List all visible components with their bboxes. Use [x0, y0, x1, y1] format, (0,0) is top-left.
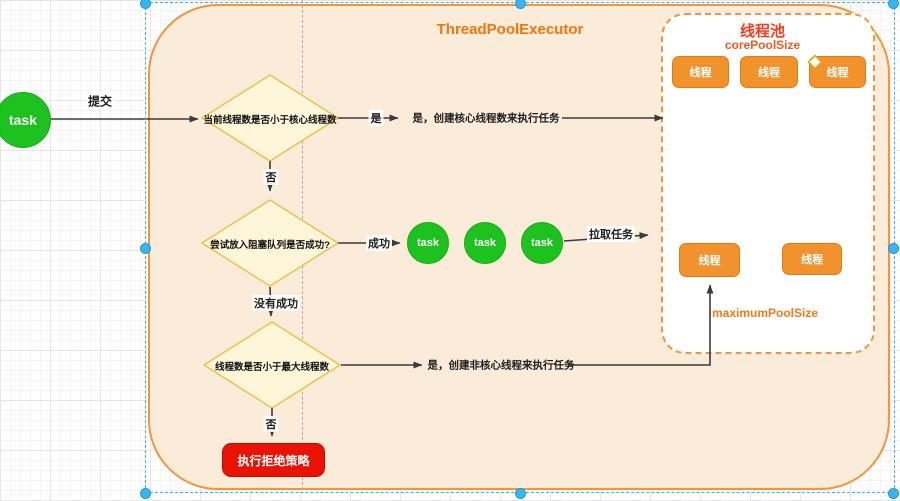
selection-handle-n[interactable]	[515, 0, 526, 9]
reject-policy-label: 执行拒绝策略	[237, 453, 310, 468]
selection-handle-e[interactable]	[888, 243, 899, 254]
queued-task-node[interactable]: task	[521, 222, 563, 264]
core-pool-size-label: corePoolSize	[724, 38, 801, 52]
connection-port-diamond-icon[interactable]	[807, 54, 823, 70]
thread-label: 线程	[801, 254, 823, 266]
queued-task-node[interactable]: task	[407, 222, 449, 264]
source-task-node[interactable]: task	[0, 92, 51, 148]
task-label: task	[530, 237, 554, 249]
pull-task-edge-label[interactable]: 拉取任务	[587, 226, 635, 242]
create-noncore-text[interactable]: 是，创建非核心线程来执行任务	[427, 359, 575, 372]
decision-max-threads-diamond[interactable]	[202, 320, 342, 410]
task-label: task	[473, 237, 497, 249]
core-thread-box[interactable]: 线程	[809, 56, 866, 88]
submit-edge-label[interactable]: 提交	[85, 92, 115, 110]
edge-create-noncore-to-pool[interactable]	[568, 284, 714, 366]
thread-label: 线程	[689, 67, 712, 79]
task-label: task	[416, 237, 440, 249]
selection-handle-sw[interactable]	[140, 488, 151, 499]
thread-pool-title: 线程池	[739, 23, 785, 40]
decision-core-threads-label: 当前线程数是否小于核心线程数	[203, 115, 337, 126]
create-core-text[interactable]: 是，创建核心线程数来执行任务	[412, 112, 560, 125]
maximum-pool-size-label: maximumPoolSize	[711, 306, 819, 320]
core-thread-box[interactable]: 线程	[740, 56, 798, 88]
success-edge-label[interactable]: 成功	[366, 235, 392, 251]
max-thread-box[interactable]: 线程	[782, 243, 842, 275]
decision-max-threads-label: 线程数是否小于最大线程数	[214, 362, 329, 373]
selection-handle-s[interactable]	[515, 488, 526, 499]
diagram-title: ThreadPoolExecutor	[436, 21, 584, 38]
queued-task-node[interactable]: task	[464, 222, 506, 264]
task-label: task	[8, 112, 38, 128]
selection-outline	[145, 2, 895, 493]
decision-queue-offer-label: 尝试放入阻塞队列是否成功?	[210, 240, 330, 251]
thread-label: 线程	[758, 67, 780, 79]
max-thread-box[interactable]: 线程	[679, 243, 740, 277]
thread-label: 线程	[698, 255, 721, 267]
core-thread-box[interactable]: 线程	[672, 56, 729, 88]
selection-handle-nw[interactable]	[140, 0, 151, 9]
no-success-edge-label[interactable]: 没有成功	[252, 295, 300, 311]
thread-label: 线程	[826, 67, 849, 79]
selection-handle-se[interactable]	[888, 488, 899, 499]
yes-edge-label[interactable]: 是	[368, 110, 384, 126]
no-edge-label[interactable]: 否	[263, 169, 279, 185]
reject-policy-node[interactable]: 执行拒绝策略	[222, 443, 325, 477]
selection-handle-ne[interactable]	[888, 0, 899, 9]
selection-handle-w[interactable]	[140, 243, 151, 254]
